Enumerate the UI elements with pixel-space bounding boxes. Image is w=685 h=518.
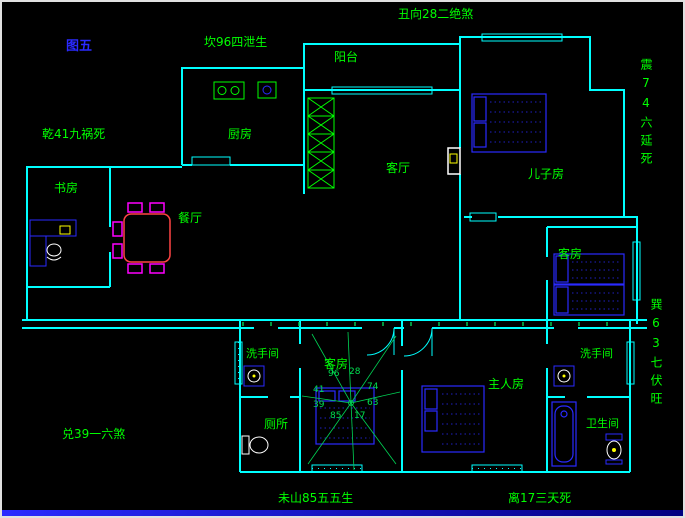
shelf-icon <box>307 97 335 189</box>
fengshui-label-top-left: 坎96四泄生 <box>204 35 268 49</box>
room-label-balcony: 阳台 <box>334 50 359 64</box>
fengshui-label-right-lower: 巽63七伏旺 <box>649 298 663 410</box>
bed-icon <box>315 93 625 453</box>
dining-table-icon <box>112 202 171 274</box>
compass-number: 96 <box>328 369 340 379</box>
walls <box>22 36 647 473</box>
room-label-living-room: 客厅 <box>386 161 411 175</box>
window-icon <box>234 33 641 473</box>
room-label-son-room: 儿子房 <box>528 167 565 181</box>
compass-lines <box>242 322 632 471</box>
fengshui-label-left-lower: 兑39一六煞 <box>62 427 126 441</box>
compass-number: 85 <box>330 411 342 421</box>
stove-icon <box>213 81 277 100</box>
fengshui-label-right-upper: 震74六延死 <box>639 58 653 170</box>
room-label-washroom-right: 洗手间 <box>580 347 613 360</box>
room-label-guest-room-center: 客房 <box>324 357 349 371</box>
fengshui-label-left-upper: 乾41九祸死 <box>42 127 106 141</box>
fengshui-label-top: 丑向28二绝煞 <box>398 7 474 21</box>
room-label-dining-room: 餐厅 <box>178 211 203 225</box>
office-chair-icon <box>46 243 62 261</box>
compass-number: 63 <box>367 398 379 408</box>
room-label-toilet: 厕所 <box>264 417 289 431</box>
fengshui-label-bottom-left: 未山85五五生 <box>278 491 354 505</box>
compass-number: 28 <box>349 367 361 377</box>
compass-number: 74 <box>367 382 379 392</box>
compass-number: 17 <box>354 411 366 421</box>
room-label-kitchen: 厨房 <box>228 127 253 141</box>
figure-label: 图五 <box>66 39 93 54</box>
fengshui-label-bottom-right: 离17三天死 <box>508 491 572 505</box>
room-label-study: 书房 <box>54 181 79 195</box>
bathtub-icon <box>551 401 577 467</box>
sink-icon <box>243 365 575 387</box>
room-label-bathroom: 卫生间 <box>586 417 619 430</box>
desk-icon <box>29 219 77 267</box>
compass-number: 39 <box>313 400 325 410</box>
toilet-icon <box>241 433 623 465</box>
room-label-master-room: 主人房 <box>488 377 525 391</box>
room-label-guest-room-right: 客房 <box>558 247 583 261</box>
compass-number: 41 <box>313 385 325 395</box>
door-icon <box>191 147 497 357</box>
room-label-washroom-left: 洗手间 <box>246 347 279 360</box>
bottom-bar <box>2 510 683 516</box>
